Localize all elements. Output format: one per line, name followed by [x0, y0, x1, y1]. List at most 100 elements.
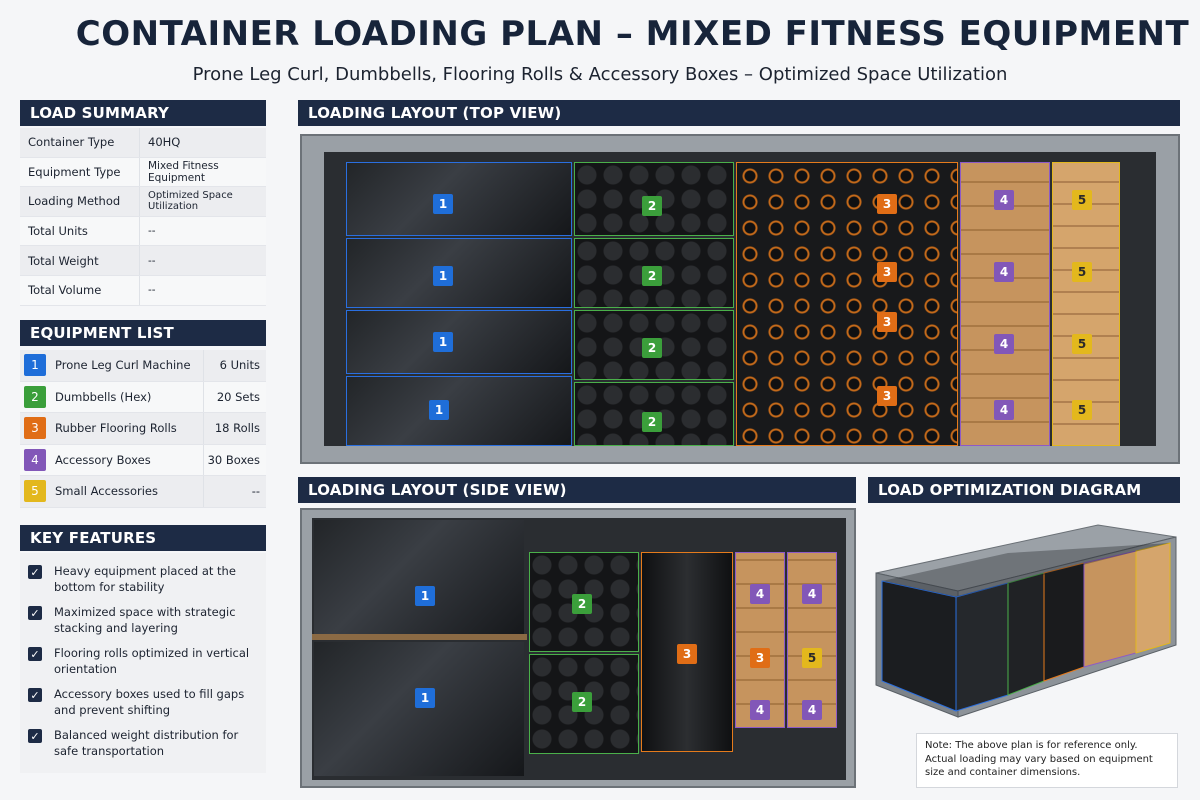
label-4-badge: 4: [994, 262, 1014, 282]
summary-row: Total Volume --: [20, 275, 266, 306]
summary-key: Loading Method: [20, 187, 140, 216]
label-5-badge: 5: [1072, 262, 1092, 282]
side-view-header: LOADING LAYOUT (SIDE VIEW): [298, 477, 856, 503]
feature-text: Flooring rolls optimized in vertical ori…: [54, 646, 250, 676]
feature-item: ✓ Maximized space with strategic stacking…: [20, 594, 266, 635]
equipment-name: Prone Leg Curl Machine: [46, 350, 204, 381]
summary-value: --: [148, 284, 156, 297]
equipment-count: 30 Boxes: [207, 452, 260, 467]
label-5-badge: 5: [1072, 334, 1092, 354]
summary-value: --: [148, 254, 156, 267]
feature-text: Accessory boxes used to fill gaps and pr…: [54, 687, 245, 717]
summary-key: Container Type: [20, 128, 140, 157]
equipment-number-badge: 3: [24, 417, 46, 440]
summary-value: --: [148, 225, 156, 238]
summary-row: Total Weight --: [20, 246, 266, 276]
equipment-count: 20 Sets: [216, 389, 260, 404]
cargo-flooring: [1043, 562, 1085, 682]
equipment-number-badge: 4: [24, 448, 46, 471]
equipment-number-badge: 2: [24, 385, 46, 408]
label-1-badge: 1: [433, 194, 453, 214]
summary-row: Container Type 40HQ: [20, 128, 266, 158]
checkmark-icon: ✓: [28, 565, 42, 579]
label-4-badge: 4: [802, 700, 822, 720]
top-view-header: LOADING LAYOUT (TOP VIEW): [298, 100, 1180, 126]
label-4-badge: 4: [994, 400, 1014, 420]
label-5-badge: 5: [802, 648, 822, 668]
top-view-container: 1 1 1 1 2 2 2 2 3 3 3 3 4 4 4 4 5 5 5 5: [300, 134, 1180, 464]
summary-key: Equipment Type: [20, 157, 140, 187]
label-1-badge: 1: [433, 266, 453, 286]
label-4-badge: 4: [750, 584, 770, 604]
label-2-badge: 2: [642, 196, 662, 216]
optimization-header: LOAD OPTIMIZATION DIAGRAM: [868, 477, 1180, 503]
accessory-box-block: [960, 162, 1050, 446]
label-3-badge: 3: [877, 262, 897, 282]
label-3-badge: 3: [750, 648, 770, 668]
side-view-container: 1 1 2 2 3 4 4 3 5 4 4: [300, 508, 856, 788]
feature-item: ✓ Heavy equipment placed at the bottom fo…: [20, 553, 266, 594]
feature-item: ✓ Flooring rolls optimized in vertical or…: [20, 635, 266, 676]
label-2-badge: 2: [642, 412, 662, 432]
summary-key: Total Weight: [20, 246, 140, 275]
accessory-box-block: [787, 552, 837, 728]
feature-text: Maximized space with strategic stacking …: [54, 605, 236, 635]
checkmark-icon: ✓: [28, 647, 42, 661]
key-features-list: ✓ Heavy equipment placed at the bottom fo…: [20, 553, 266, 773]
label-2-badge: 2: [572, 692, 592, 712]
label-1-badge: 1: [415, 688, 435, 708]
equipment-name: Dumbbells (Hex): [46, 381, 204, 412]
load-summary-header: LOAD SUMMARY: [20, 100, 266, 126]
checkmark-icon: ✓: [28, 688, 42, 702]
leg-curl-block: [346, 376, 572, 446]
leg-curl-block: [346, 310, 572, 374]
equipment-name: Small Accessories: [46, 476, 204, 507]
label-4-badge: 4: [994, 190, 1014, 210]
feature-text: Heavy equipment placed at the bottom for…: [54, 564, 236, 594]
feature-text: Balanced weight distribution for safe tr…: [54, 728, 239, 758]
equipment-name: Rubber Flooring Rolls: [46, 413, 204, 444]
label-2-badge: 2: [572, 594, 592, 614]
summary-row: Total Units --: [20, 216, 266, 247]
page-title: CONTAINER LOADING PLAN – MIXED FITNESS E…: [75, 14, 1190, 54]
label-5-badge: 5: [1072, 190, 1092, 210]
summary-row: Loading Method Optimized Space Utilizatio…: [20, 187, 266, 217]
leg-curl-block: [314, 642, 524, 776]
label-2-badge: 2: [642, 266, 662, 286]
summary-value: 40HQ: [148, 135, 181, 150]
label-4-badge: 4: [802, 584, 822, 604]
cargo-leg-curl: [955, 582, 1009, 712]
summary-key: Total Units: [20, 216, 140, 246]
label-5-badge: 5: [1072, 400, 1092, 420]
flooring-roll-block: [736, 162, 958, 446]
label-1-badge: 1: [415, 586, 435, 606]
label-3-badge: 3: [677, 644, 697, 664]
summary-key: Total Volume: [20, 275, 140, 305]
label-2-badge: 2: [642, 338, 662, 358]
shelf-divider: [312, 634, 527, 640]
page-subtitle: Prone Leg Curl, Dumbbells, Flooring Roll…: [192, 64, 1008, 85]
summary-value: Optimized Space Utilization: [148, 190, 233, 213]
label-1-badge: 1: [429, 400, 449, 420]
equipment-count: 18 Rolls: [214, 421, 260, 436]
label-3-badge: 3: [877, 194, 897, 214]
equipment-name: Accessory Boxes: [46, 444, 204, 475]
label-4-badge: 4: [750, 700, 770, 720]
cargo-top: [882, 543, 1170, 597]
label-3-badge: 3: [877, 386, 897, 406]
cargo-dumbbell: [1007, 572, 1045, 696]
checkmark-icon: ✓: [28, 606, 42, 620]
cargo-small-accessory: [1135, 542, 1171, 654]
feature-item: ✓ Accessory boxes used to fill gaps and p…: [20, 676, 266, 717]
equipment-number-badge: 5: [24, 480, 46, 503]
accessory-box-block: [735, 552, 785, 728]
leg-curl-block: [346, 238, 572, 308]
